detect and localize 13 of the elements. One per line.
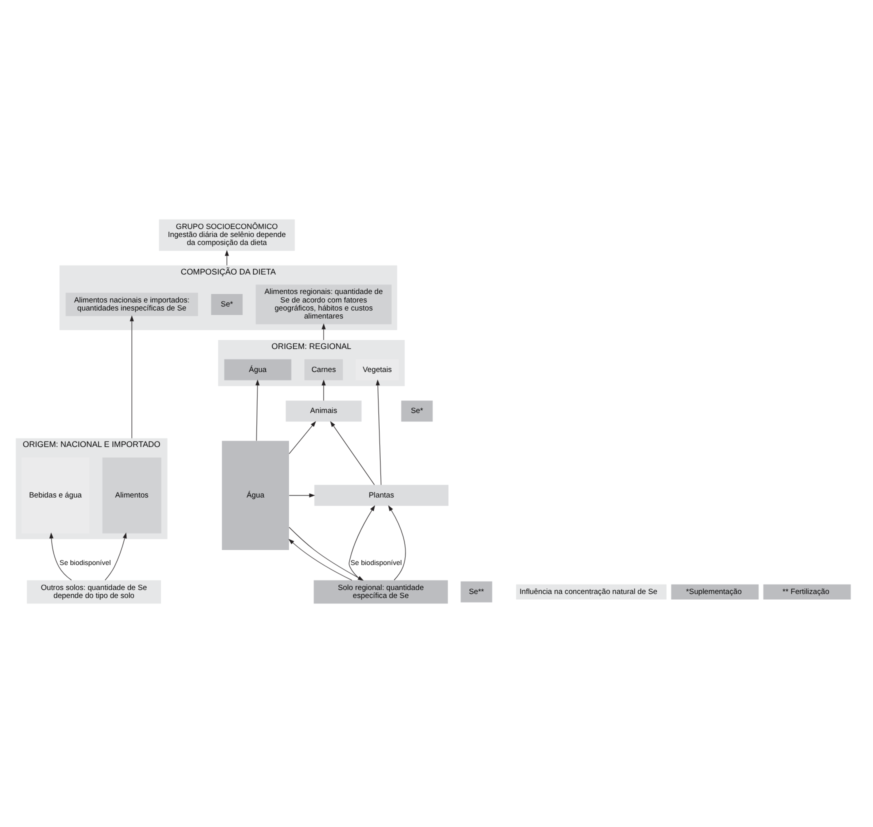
arrow <box>288 421 316 454</box>
arrow <box>255 380 260 442</box>
arrow <box>224 250 229 266</box>
arrow <box>330 421 375 486</box>
arrow <box>104 532 127 580</box>
arrow <box>388 505 406 580</box>
arrow <box>288 493 316 498</box>
arrow <box>49 532 72 580</box>
arrow <box>322 323 326 340</box>
arrow <box>288 538 352 581</box>
arrow <box>376 379 382 486</box>
arrow <box>130 315 134 439</box>
arrow <box>322 380 326 401</box>
